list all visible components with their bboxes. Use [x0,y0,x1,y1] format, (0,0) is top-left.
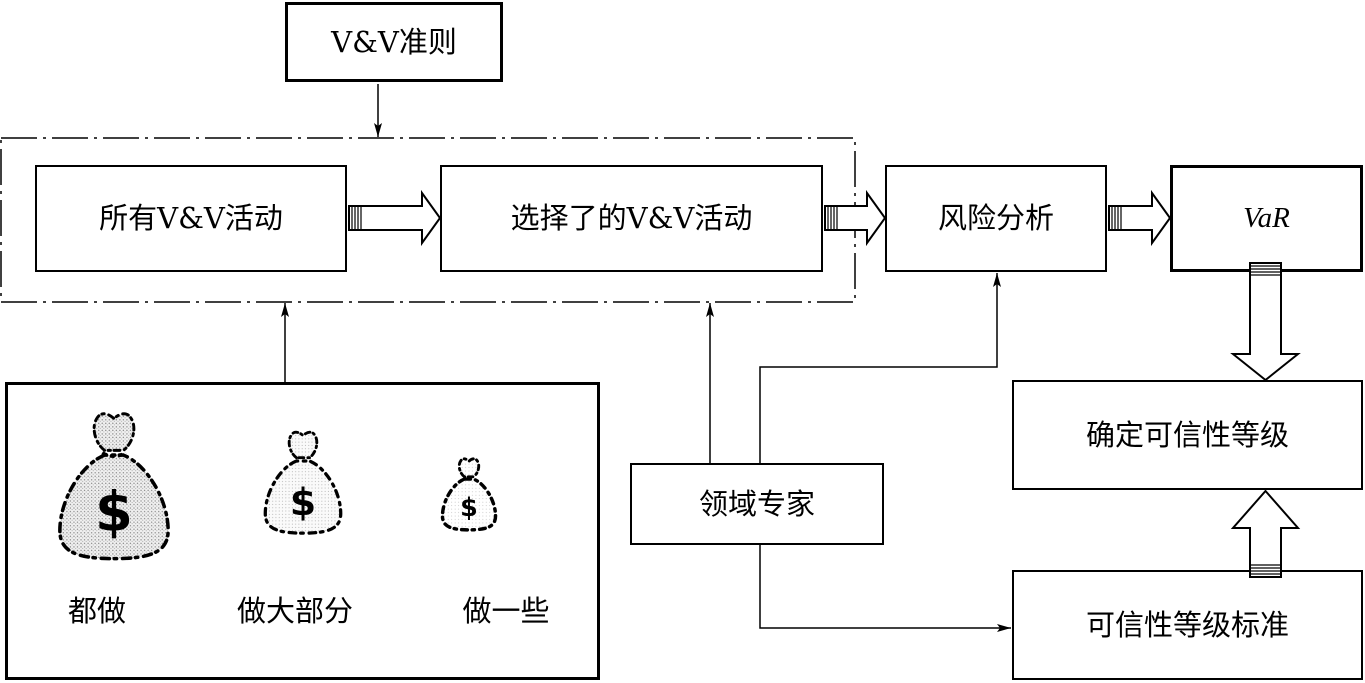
dollar-sign: $ [460,492,478,522]
bag-body [263,459,343,535]
arrow-tail-hatch [1111,206,1122,230]
arrow-tail-hatch [827,206,838,230]
money-bag-icon: $ [58,412,170,561]
arrow-risk-analysis-to-var [1108,189,1172,247]
dollar-sign: $ [95,480,133,543]
arrow-body [348,189,442,247]
bag-body [58,453,170,561]
arrow-selected-to-risk-analysis [824,189,887,247]
arrow-body [1230,262,1301,382]
arrow-body [1230,489,1301,578]
bag-knot [457,457,481,479]
arrow-body [824,189,887,247]
effort-option-label: 都做 [67,594,127,628]
arrow-var-to-determine-level [1230,262,1301,382]
bag-knot [287,430,319,460]
bag-body [440,477,498,532]
var-box: VaR [1170,165,1363,272]
credibility-level-standard-box: 可信性等级标准 [1012,570,1363,680]
arrow-body [1108,189,1172,247]
bag-tie [101,451,127,459]
effort-options-box: $ $ $ 都做 做大部分 做一些 [5,382,600,680]
arrow-all-to-selected-activities [348,189,442,247]
effort-option-label: 做大部分 [236,594,354,628]
arrow-standard-to-determine-level [1230,489,1301,578]
arrow-experts-to-risk-analysis [759,273,1001,463]
bag-knot [92,412,136,452]
all-vv-activities-box: 所有V&V活动 [35,165,347,272]
dollar-sign: $ [290,480,316,524]
risk-analysis-box: 风险分析 [885,165,1107,272]
arrow-experts-to-level-standard [759,545,1011,632]
selected-vv-activities-box: 选择了的V&V活动 [440,165,823,272]
effort-option-label: 做一些 [462,594,550,628]
vv-criteria-box: V&V准则 [285,2,503,82]
money-bag-icon: $ [263,430,343,535]
arrow-tail-hatch [351,206,362,230]
determine-credibility-level-box: 确定可信性等级 [1012,380,1363,490]
money-bag-icon: $ [440,457,498,532]
domain-experts-box: 领域专家 [630,463,884,545]
